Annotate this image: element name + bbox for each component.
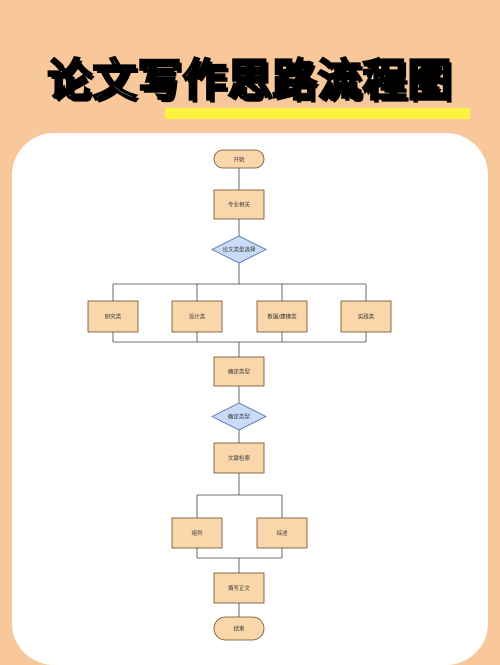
node-research: 研究类 [87,300,139,333]
node-major: 专业相关 [213,189,265,220]
title-highlight-bar [165,108,470,119]
node-decision2-label: 确定类型 [228,413,251,421]
node-confirm-label: 确定类型 [228,368,251,376]
node-datamodel: 数据/建模类 [256,300,308,333]
node-writing: 撰写正文 [213,572,265,604]
flowchart-edges [112,168,367,617]
node-start: 开始 [213,149,265,169]
node-practice-label: 实践类 [358,313,375,321]
node-decision2: 确定类型 [211,402,267,431]
page-title: 论文写作思路流程图 [47,54,453,107]
node-analysis: 组列 [171,517,223,549]
node-research-label: 研究类 [105,313,122,321]
node-design-label: 设计类 [189,313,206,321]
node-summary-label: 综述 [276,529,288,537]
node-summary: 综述 [256,517,308,549]
node-decision1-label: 论文类型选择 [222,246,256,254]
node-design: 设计类 [171,300,223,333]
node-major-label: 专业相关 [228,201,251,209]
node-writing-label: 撰写正文 [228,584,251,592]
node-literature: 文献检索 [213,442,265,474]
node-datamodel-label: 数据/建模类 [267,313,297,321]
node-practice: 实践类 [340,300,392,333]
node-start-label: 开始 [233,156,245,164]
node-literature-label: 文献检索 [228,454,251,462]
node-confirm: 确定类型 [213,356,265,387]
node-analysis-label: 组列 [191,529,203,537]
node-end: 结束 [213,616,265,641]
node-end-label: 结束 [233,625,245,633]
node-decision1: 论文类型选择 [211,235,267,264]
